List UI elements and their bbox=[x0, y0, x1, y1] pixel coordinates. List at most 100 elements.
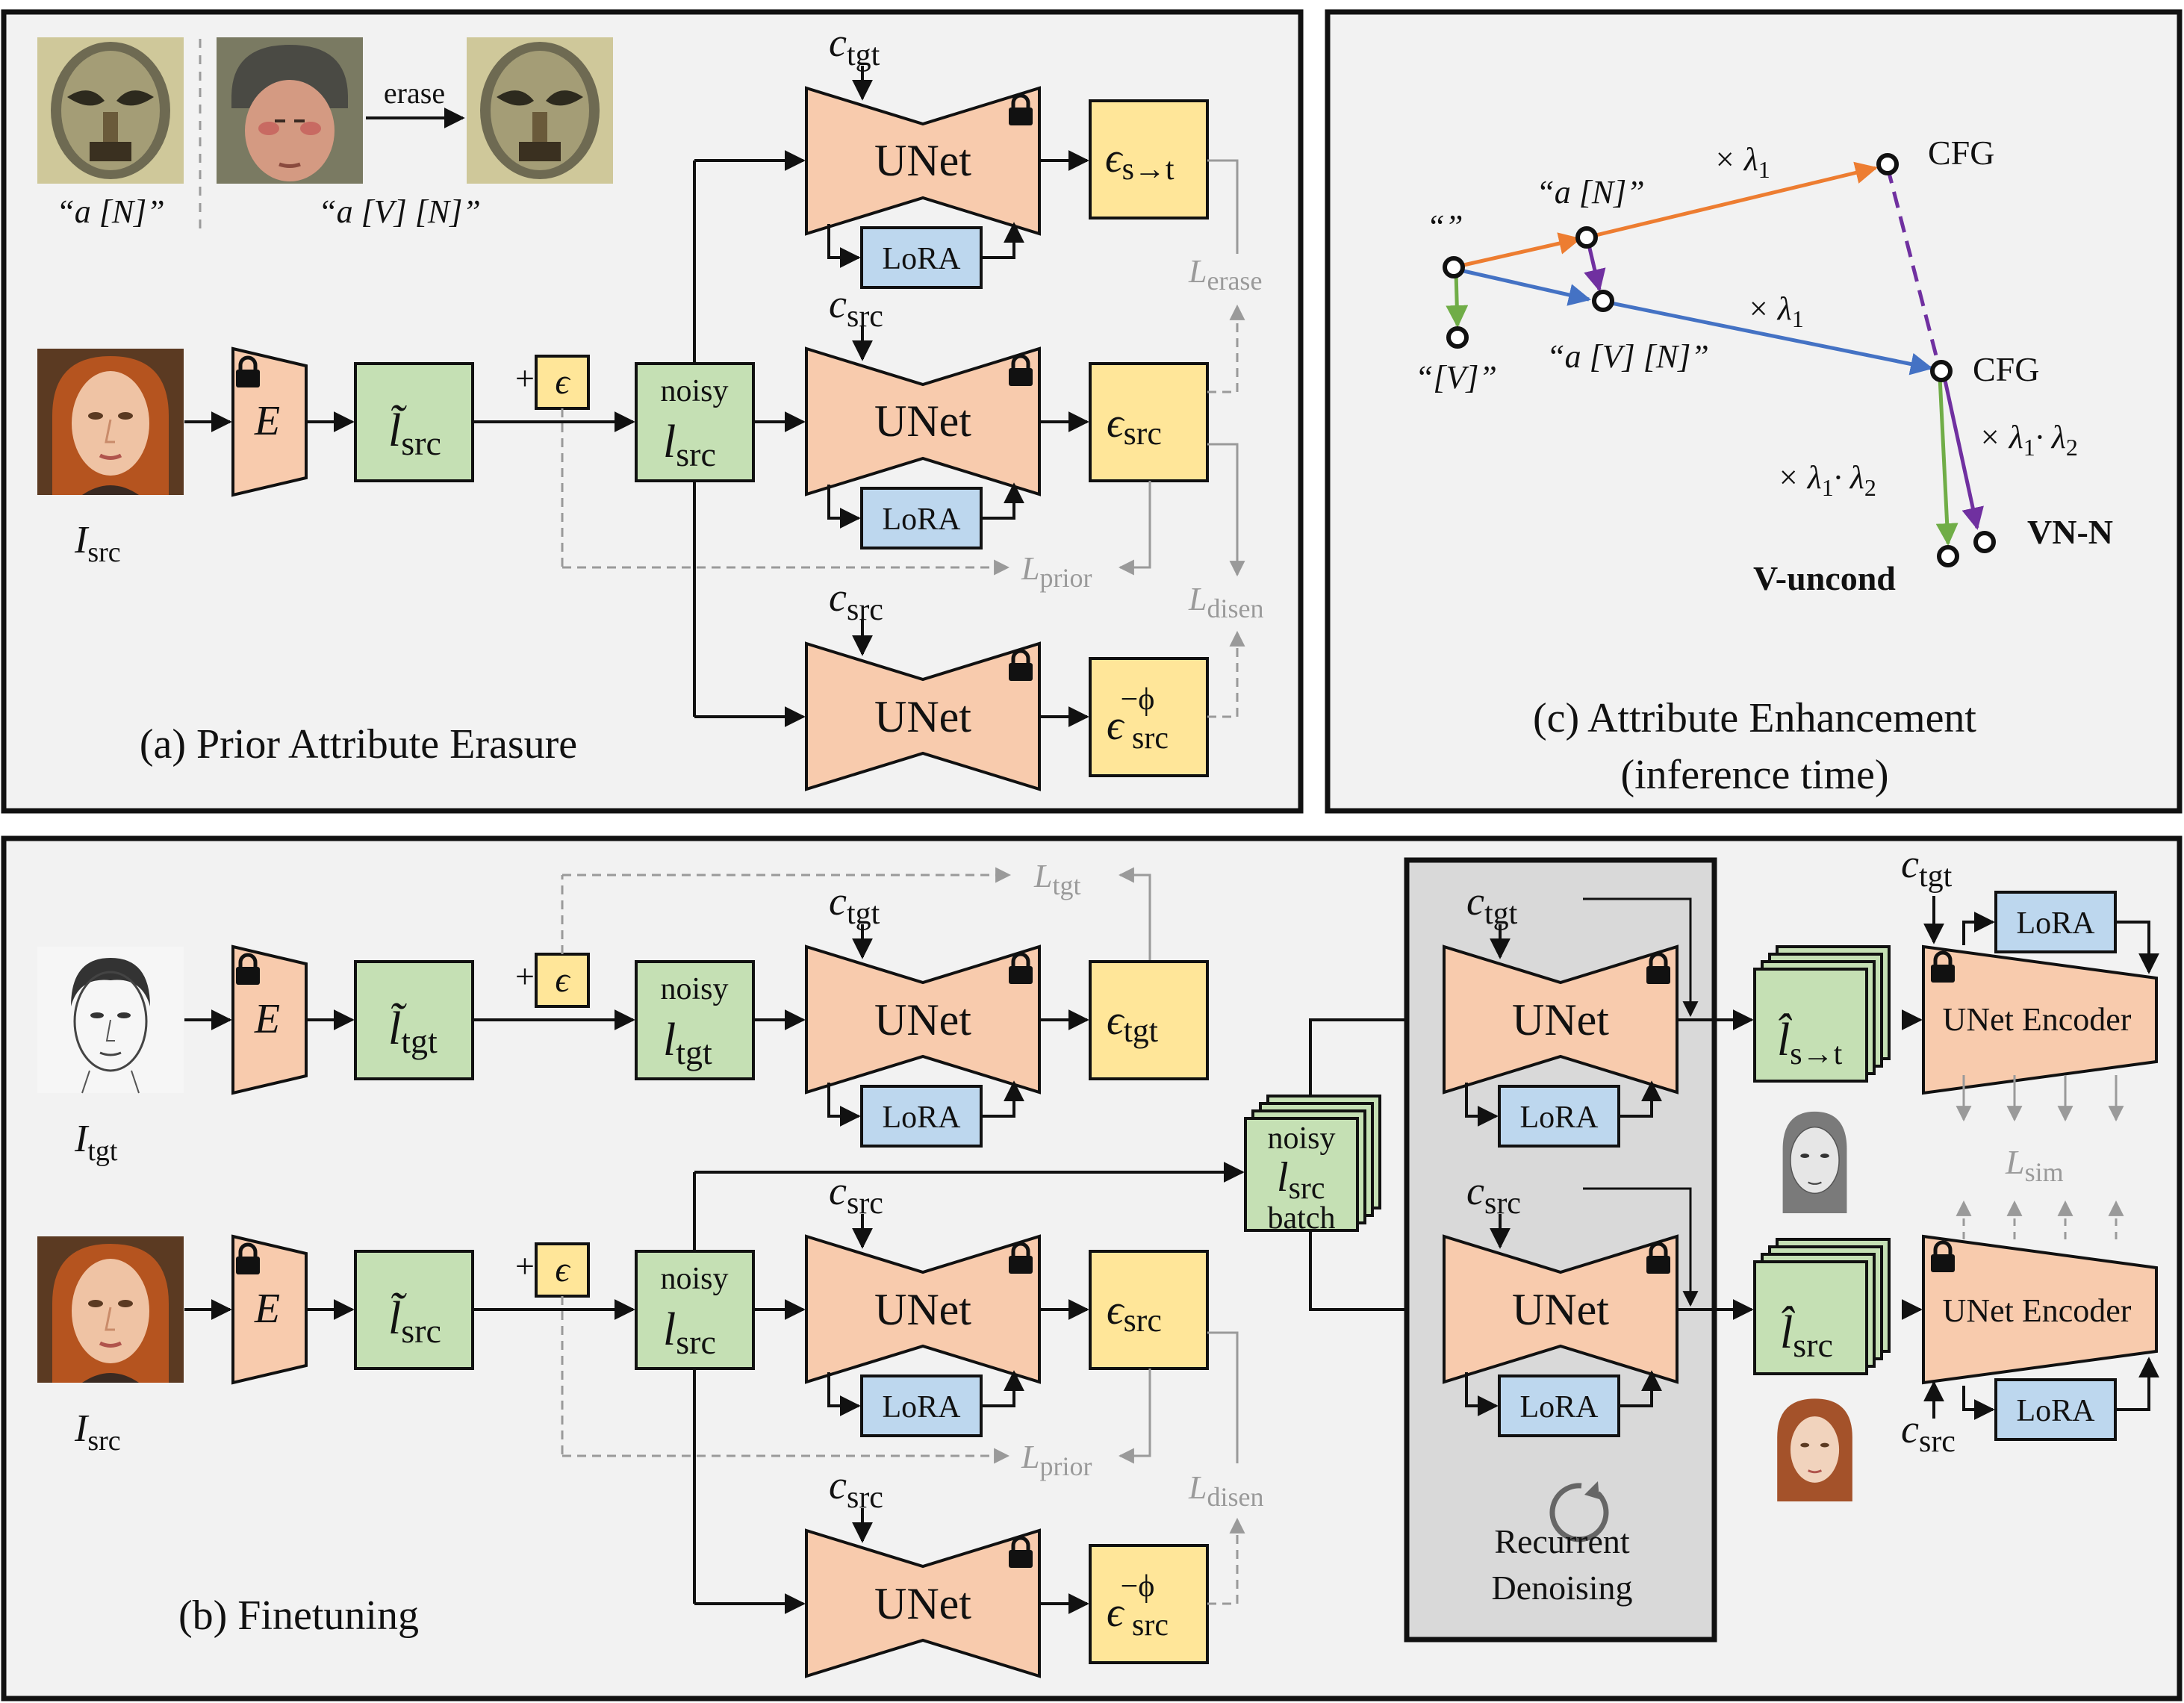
plus-sign: + bbox=[515, 957, 535, 995]
mask-image bbox=[37, 37, 184, 184]
recurrent-line2: Denoising bbox=[1491, 1569, 1632, 1607]
noisy-label: noisy bbox=[660, 374, 728, 408]
latent-src-b bbox=[354, 1250, 474, 1370]
unet-encoder-bot bbox=[1922, 1234, 2158, 1385]
prompt-vn: “a [V] [N]” bbox=[318, 193, 481, 230]
panel-c-caption-1: (c) Attribute Enhancement bbox=[1533, 695, 1976, 741]
encoder-label: E bbox=[254, 996, 280, 1042]
point-v bbox=[1446, 326, 1469, 349]
panel-a-caption: (a) Prior Attribute Erasure bbox=[140, 721, 577, 768]
point-v-uncond bbox=[1937, 545, 1959, 567]
loss-sim: Lsim bbox=[2005, 1143, 2064, 1187]
tgt-image bbox=[36, 945, 185, 1095]
unet-label: UNet bbox=[874, 692, 971, 741]
cond-src-enc: csrc bbox=[1901, 1407, 1956, 1459]
noise-symbol: ϵ bbox=[555, 960, 570, 1000]
out-tgt-label: ϵtgt bbox=[1107, 997, 1158, 1049]
output-sketch-thumb bbox=[1761, 1105, 1870, 1214]
point-vn bbox=[1592, 290, 1614, 312]
point-empty bbox=[1443, 256, 1465, 278]
point-cfg-top bbox=[1876, 153, 1899, 175]
lora-label: LoRA bbox=[883, 1390, 962, 1425]
lora-mid-a bbox=[860, 487, 983, 549]
lora-tgt-b bbox=[860, 1085, 983, 1148]
out-src-label-b: ϵsrc bbox=[1107, 1287, 1162, 1339]
loss-prior-a: Lprior bbox=[1021, 550, 1092, 593]
n-prompt: “a [N]” bbox=[1536, 174, 1645, 211]
lora-label: LoRA bbox=[2017, 906, 2096, 941]
out-src-b bbox=[1089, 1250, 1209, 1370]
unet-label: UNet bbox=[874, 1285, 971, 1334]
src-image-a bbox=[37, 349, 184, 495]
noise-symbol: ϵ bbox=[555, 1250, 570, 1289]
lora-label: LoRA bbox=[883, 1100, 962, 1135]
lora-label: LoRA bbox=[1520, 1390, 1599, 1425]
encoder-label: E bbox=[254, 398, 280, 444]
lora-label: LoRA bbox=[2017, 1394, 2096, 1428]
latent-src-a bbox=[354, 362, 474, 482]
prompt-n: “a [N]” bbox=[56, 193, 165, 230]
encoder-label: E bbox=[254, 1286, 280, 1332]
src-image-label-b: Isrc bbox=[74, 1407, 121, 1457]
unet-encoder-label: UNet Encoder bbox=[1943, 1001, 2132, 1038]
v-uncond-label: V-uncond bbox=[1753, 559, 1896, 597]
batch-line1: noisy bbox=[1267, 1121, 1335, 1156]
out-phi-a bbox=[1089, 657, 1209, 777]
point-cfg-mid bbox=[1930, 360, 1953, 382]
panel-b: Itgt E l̃tgt + ϵ Ltgt noisy ltgt UNet ct… bbox=[36, 841, 2159, 1678]
panel-c: “” “[V]” “a [N]” “a [V] [N]” × λ1 × λ1 ×… bbox=[1415, 134, 2113, 798]
cond-src-b2: csrc bbox=[829, 1463, 883, 1515]
out-st-a bbox=[1089, 99, 1209, 220]
recurrent-line1: Recurrent bbox=[1494, 1522, 1630, 1560]
panel-c-caption-2: (inference time) bbox=[1620, 752, 1888, 798]
src-image-label: Isrc bbox=[74, 519, 121, 568]
lora-top-a bbox=[860, 226, 983, 289]
output-portrait-thumb bbox=[1761, 1393, 1870, 1502]
noisy-latent-a bbox=[635, 362, 755, 482]
out-src-a bbox=[1089, 362, 1209, 482]
cfg-mid-label: CFG bbox=[1973, 350, 2039, 388]
panel-c-frame bbox=[1325, 9, 2183, 814]
latent-tgt bbox=[354, 960, 474, 1080]
noise-box-src bbox=[535, 1242, 590, 1298]
cond-src-a1: csrc bbox=[829, 281, 883, 334]
loss-erase: Lerase bbox=[1188, 253, 1262, 296]
tgt-image-label: Itgt bbox=[74, 1118, 118, 1167]
hat-src-label: l̂src bbox=[1780, 1306, 1833, 1364]
noisy-tgt-label: ltgt bbox=[663, 1015, 712, 1071]
lora-recur-bot bbox=[1498, 1374, 1620, 1437]
out-st-label: ϵs→t bbox=[1105, 135, 1175, 187]
lora-label: LoRA bbox=[883, 242, 962, 276]
loss-disen-a: Ldisen bbox=[1188, 581, 1263, 623]
out-phi-b bbox=[1089, 1544, 1209, 1664]
point-n bbox=[1575, 226, 1598, 249]
out-tgt-b bbox=[1089, 960, 1209, 1080]
noisy-latent-label: lsrc bbox=[663, 417, 716, 473]
cond-tgt-recur: ctgt bbox=[1466, 879, 1518, 931]
mult-purple: × λ1· λ2 bbox=[1979, 419, 2078, 461]
man-image bbox=[217, 37, 363, 184]
unet-label: UNet bbox=[874, 396, 971, 446]
noisy-latent-src bbox=[635, 1250, 755, 1370]
plus-sign: + bbox=[515, 359, 535, 397]
loss-prior-b: Lprior bbox=[1021, 1439, 1092, 1481]
lora-enc-top bbox=[1994, 891, 2117, 953]
loss-tgt: Ltgt bbox=[1033, 858, 1081, 900]
loss-disen-b: Ldisen bbox=[1188, 1469, 1263, 1512]
plus-sign: + bbox=[515, 1247, 535, 1285]
unet-label: UNet bbox=[874, 1579, 971, 1628]
panel-a: erase “a [N]” “a [V] [N]” Isrc E l̃src +… bbox=[37, 20, 1263, 791]
v-prompt: “[V]” bbox=[1415, 359, 1497, 396]
latent-tgt-label: l̃tgt bbox=[388, 1003, 438, 1060]
cond-src-recur: csrc bbox=[1466, 1168, 1521, 1221]
recurrent-icon bbox=[1549, 1483, 1609, 1542]
unet-label: UNet bbox=[1512, 995, 1609, 1044]
panel-b-caption: (b) Finetuning bbox=[178, 1593, 419, 1639]
latent-src-label: l̃src bbox=[388, 405, 441, 462]
hat-st-label: l̂s→t bbox=[1777, 1013, 1843, 1071]
vn-prompt: “a [V] [N]” bbox=[1546, 338, 1709, 375]
point-vn-n bbox=[1973, 531, 1996, 553]
lora-recur-top bbox=[1498, 1085, 1620, 1148]
mult-green: × λ1· λ2 bbox=[1777, 459, 1876, 501]
